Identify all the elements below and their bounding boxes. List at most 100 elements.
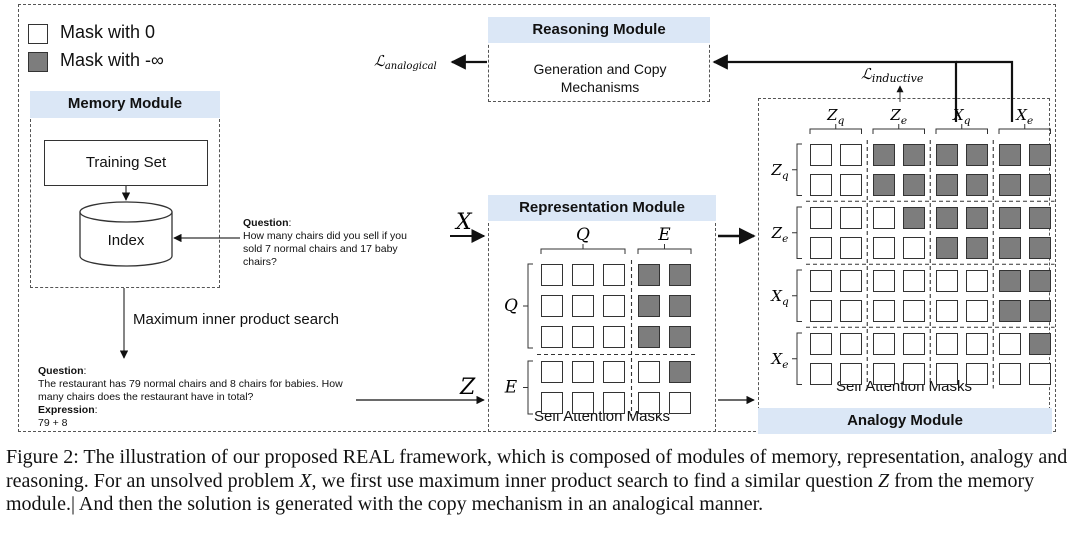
analogy-mask-cell	[873, 207, 895, 229]
representation-mask-footer: Self Attention Masks	[534, 408, 670, 425]
legend-mask-zero-label: Mask with 0	[60, 22, 156, 42]
legend-white-swatch	[28, 24, 48, 44]
analogy-col-label: Xq	[952, 106, 971, 127]
analogy-row-label: Xq	[770, 287, 789, 308]
analogy-col-brace	[935, 124, 988, 134]
representation-row-label: E	[504, 378, 518, 398]
analogy-mask-cell	[810, 299, 832, 322]
figure-caption: Figure 2: The illustration of our propos…	[6, 446, 1074, 517]
training-set-box: Training Set	[44, 140, 208, 186]
analogy-col-label: Ze	[889, 106, 907, 127]
representation-col-brace	[637, 244, 692, 254]
caption-mid: , we first use maximum inner product sea…	[311, 469, 879, 492]
analogy-mask-cell	[873, 362, 895, 385]
analogy-mask-cell	[999, 270, 1021, 292]
analogy-mask-cell	[936, 207, 958, 229]
representation-mask-cell	[603, 264, 625, 286]
representation-mask-cell	[603, 392, 625, 414]
analogy-mask-cell	[1028, 236, 1051, 259]
representation-mask-cell	[572, 264, 594, 286]
analogy-col-brace	[998, 124, 1051, 134]
analogy-mask-cell	[902, 362, 925, 385]
retrieved-question-text: The restaurant has 79 normal chairs and …	[38, 378, 343, 403]
legend-mask-neg-inf-label: Mask with -∞	[60, 50, 164, 70]
representation-row-brace	[523, 263, 533, 349]
analogy-mask-cell	[999, 333, 1021, 355]
representation-mask-cell	[638, 326, 660, 348]
memory-module-title: Memory Module	[30, 91, 220, 118]
analogy-mask-cell	[839, 333, 862, 355]
symbol-z: Z	[459, 375, 476, 400]
index-database-icon	[79, 201, 173, 267]
representation-mask-cell	[669, 264, 691, 286]
representation-mask-cell	[638, 264, 660, 286]
representation-mask-cell	[541, 264, 563, 286]
analogy-mask-cell	[810, 333, 832, 355]
input-question-label: Question	[243, 217, 289, 229]
analogy-mask-cell	[1028, 362, 1051, 385]
retrieval-label: Maximum inner product search	[133, 311, 339, 328]
representation-col-brace	[540, 244, 626, 254]
analogy-mask-cell	[999, 362, 1021, 385]
analogy-mask-cell	[965, 333, 988, 355]
analogy-row-label: Xe	[771, 350, 789, 371]
analogy-mask-cell	[902, 333, 925, 355]
analogy-mask-cell	[999, 207, 1021, 229]
analogy-mask-cell	[936, 299, 958, 322]
analogy-mask-cell	[965, 144, 988, 166]
representation-mask-cell	[603, 326, 625, 348]
representation-mask-cell	[541, 392, 563, 414]
analogy-mask-cell	[965, 207, 988, 229]
analogy-mask-cell	[873, 333, 895, 355]
retrieved-example: Question: The restaurant has 79 normal c…	[38, 365, 343, 429]
representation-mask-cell	[669, 392, 691, 414]
analogy-col-label: Xe	[1015, 106, 1033, 127]
analogy-mask-cell	[1028, 207, 1051, 229]
representation-mask-cell	[541, 295, 563, 317]
analogy-mask-cell	[936, 144, 958, 166]
analogy-mask-cell	[936, 236, 958, 259]
representation-mask-cell	[572, 295, 594, 317]
analogy-mask-cell	[1028, 299, 1051, 322]
symbol-x: X	[454, 210, 473, 235]
representation-mask-cell	[603, 295, 625, 317]
analogy-row-label: Ze	[771, 224, 789, 245]
analogy-col-label: Zq	[826, 106, 844, 127]
analogy-mask-cell	[839, 236, 862, 259]
line-xe-feedback	[956, 60, 1014, 122]
analogy-mask-cell	[839, 207, 862, 229]
analogy-mask-cell	[873, 173, 895, 196]
analogy-module-title: Analogy Module	[758, 408, 1052, 434]
retrieved-expression-label: Expression	[38, 404, 95, 416]
representation-module-title: Representation Module	[488, 195, 716, 221]
caption-var-x: X	[299, 469, 312, 492]
representation-mask-cell	[572, 361, 594, 383]
analogy-mask-cell	[1028, 270, 1051, 292]
analogy-mask-cell	[810, 207, 832, 229]
analogy-mask-cell	[873, 299, 895, 322]
caption-post: from the memory module.| And then the so…	[6, 469, 1035, 516]
analogy-mask-cell	[839, 362, 862, 385]
analogy-mask-cell	[1028, 333, 1051, 355]
analogy-mask-cell	[936, 362, 958, 385]
analogy-mask-cell	[810, 173, 832, 196]
reasoning-module-title: Reasoning Module	[488, 17, 710, 43]
representation-mask-cell	[669, 326, 691, 348]
representation-mask-cell	[669, 295, 691, 317]
analogy-mask-cell	[902, 270, 925, 292]
analogy-mask-cell	[999, 144, 1021, 166]
representation-mask-cell	[541, 326, 563, 348]
analogy-mask-cell	[999, 173, 1021, 196]
representation-mask-cell	[572, 392, 594, 414]
analogy-mask-cell	[1028, 144, 1051, 166]
retrieved-expression-text: 79 + 8	[38, 417, 68, 429]
analogy-mask-cell	[965, 362, 988, 385]
analogy-mask-cell	[810, 144, 832, 166]
input-question-text: How many chairs did you sell if you sold…	[243, 230, 407, 268]
analogy-mask-cell	[936, 333, 958, 355]
representation-col-label: Q	[576, 225, 590, 245]
analogy-row-brace	[792, 206, 802, 259]
representation-mask-cell	[638, 361, 660, 383]
index-label: Index	[107, 232, 145, 249]
